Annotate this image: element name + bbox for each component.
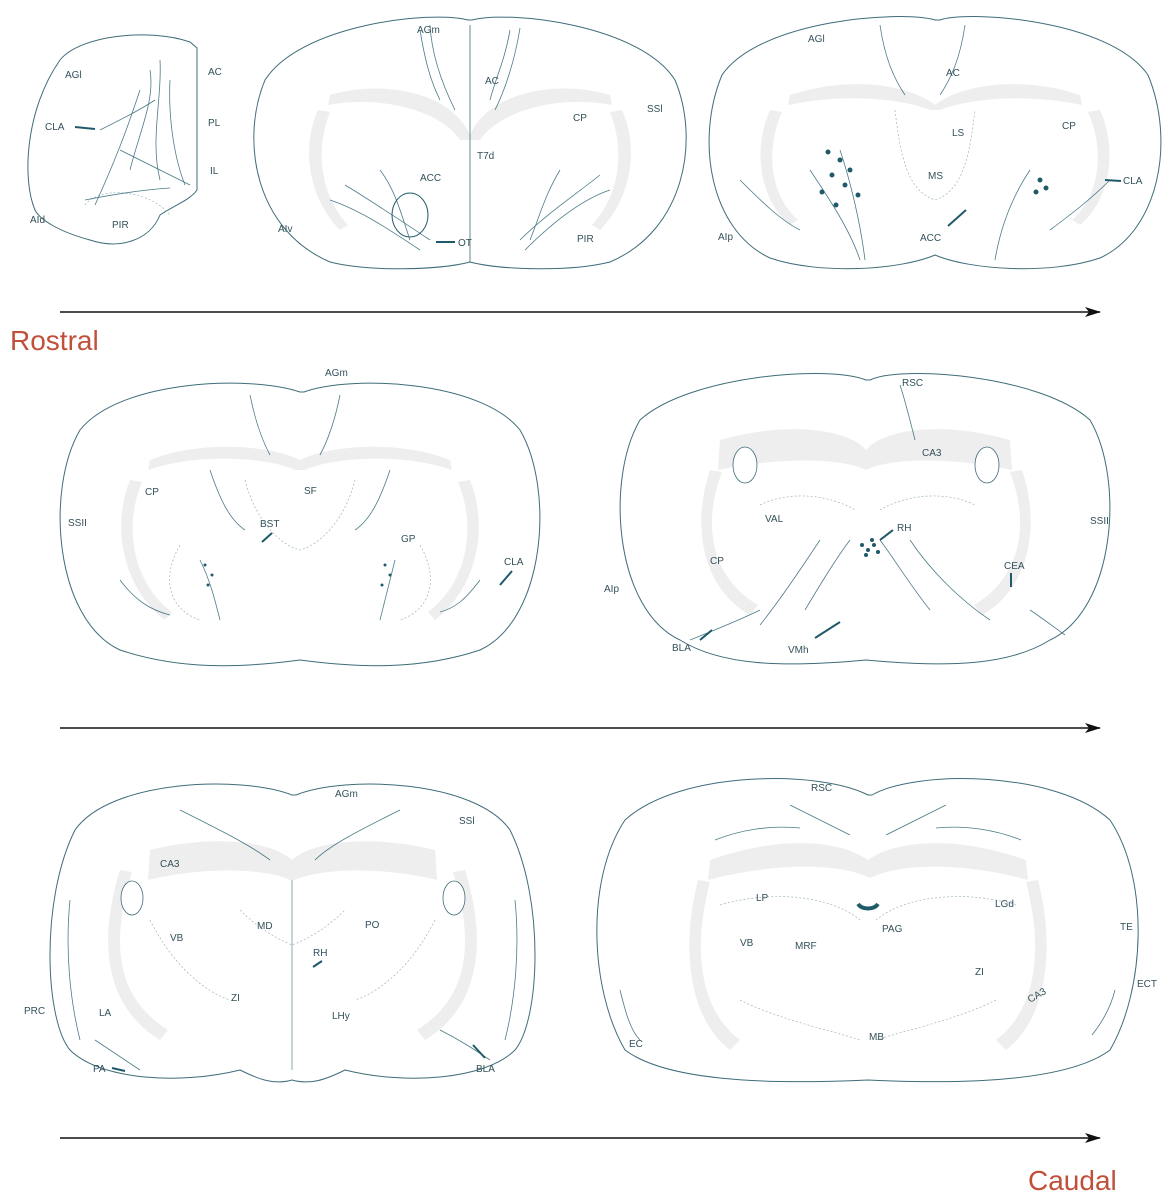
s1-label-ac: AC: [208, 67, 222, 78]
s1-label-pir: PIR: [112, 220, 129, 231]
s2-label-t7d: T7d: [477, 151, 494, 162]
s6-label-vb: VB: [170, 933, 184, 944]
s3-label-cla: CLA: [1123, 176, 1143, 187]
s1-label-aid: AId: [30, 215, 45, 226]
s7-label-lp: LP: [756, 893, 769, 904]
section-7: RSC LP LGd VB MRF PAG TE ZI ECT CA3 EC M…: [596, 778, 1157, 1083]
rostral-label: Rostral: [10, 325, 99, 356]
section-6: AGm SSl CA3 MD VB PO RH ZI PRC LA LHy PA…: [24, 783, 536, 1083]
s3-label-ls: LS: [952, 128, 965, 139]
section-1: AGl AC PL CLA IL AId PIR: [27, 34, 222, 245]
s6-label-agm: AGm: [335, 789, 358, 800]
s4-label-bst: BST: [260, 519, 279, 530]
s1-label-il: IL: [210, 166, 219, 177]
s7-label-mb: MB: [869, 1032, 884, 1043]
s2-label-acc: ACC: [420, 173, 441, 184]
s6-label-rh: RH: [313, 948, 327, 959]
s4-label-agm: AGm: [325, 368, 348, 379]
s2-label-ac: AC: [485, 76, 499, 87]
s3-label-acc: ACC: [920, 233, 941, 244]
s1-label-cla: CLA: [45, 122, 65, 133]
s7-label-pag: PAG: [882, 924, 903, 935]
s5-label-rh: RH: [897, 523, 911, 534]
s5-label-aip: AIp: [604, 584, 619, 595]
s7-label-vb: VB: [740, 938, 754, 949]
s7-label-ect: ECT: [1137, 979, 1157, 990]
s5-label-rsc: RSC: [902, 378, 923, 389]
s2-label-cp: CP: [573, 113, 587, 124]
s6-label-po: PO: [365, 920, 380, 931]
s5-label-ca3: CA3: [922, 448, 942, 459]
s4-label-cla: CLA: [504, 557, 524, 568]
section-2: AGm AC SSl CP T7d ACC AIv OT PIR: [253, 16, 687, 270]
s4-label-gp: GP: [401, 534, 416, 545]
s7-label-ec: EC: [629, 1039, 643, 1050]
s6-label-zi: ZI: [231, 993, 240, 1004]
s1-label-pl: PL: [208, 118, 221, 129]
s2-label-aiv: AIv: [278, 224, 292, 235]
s5-label-val: VAL: [765, 514, 784, 525]
s3-label-ac: AC: [946, 68, 960, 79]
s3-label-ms: MS: [928, 171, 943, 182]
s2-label-pir: PIR: [577, 234, 594, 245]
s6-label-la: LA: [99, 1008, 112, 1019]
s6-label-prc: PRC: [24, 1006, 45, 1017]
s6-label-bla: BLA: [476, 1064, 495, 1075]
s7-label-mrf: MRF: [795, 941, 817, 952]
s7-label-te: TE: [1120, 922, 1133, 933]
s6-label-ca3: CA3: [160, 859, 180, 870]
s6-label-pa: PA: [93, 1064, 106, 1075]
s6-label-md: MD: [257, 921, 273, 932]
s5-label-cea: CEA: [1004, 561, 1025, 572]
s3-label-agl: AGl: [808, 34, 825, 45]
s5-label-vmh: VMh: [788, 645, 809, 656]
s5-label-bla: BLA: [672, 643, 691, 654]
caudal-label: Caudal: [1028, 1165, 1117, 1196]
s3-label-cp: CP: [1062, 121, 1076, 132]
s2-label-agm: AGm: [417, 25, 440, 36]
section-4: AGm SF CP SSII BST GP CLA: [59, 368, 541, 667]
s3-label-aip: AIp: [718, 232, 733, 243]
s4-label-ssii: SSII: [68, 518, 87, 529]
s7-label-lgd: LGd: [995, 899, 1014, 910]
section-3: AGl AC CP LS MS CLA AIp ACC: [708, 16, 1162, 270]
s1-label-agl: AGl: [65, 70, 82, 81]
s7-label-zi: ZI: [975, 967, 984, 978]
s5-label-cp: CP: [710, 556, 724, 567]
s6-label-lhy: LHy: [332, 1011, 350, 1022]
s2-label-ssl: SSl: [647, 104, 663, 115]
section-5: RSC CA3 VAL RH SSII CP CEA AIp BLA VMh: [604, 373, 1111, 665]
s2-label-ot: OT: [458, 238, 472, 249]
s7-label-rsc: RSC: [811, 783, 832, 794]
s6-label-ssl: SSl: [459, 816, 475, 827]
s4-label-sf: SF: [304, 486, 317, 497]
s4-label-cp: CP: [145, 487, 159, 498]
s5-label-ssii: SSII: [1090, 516, 1109, 527]
